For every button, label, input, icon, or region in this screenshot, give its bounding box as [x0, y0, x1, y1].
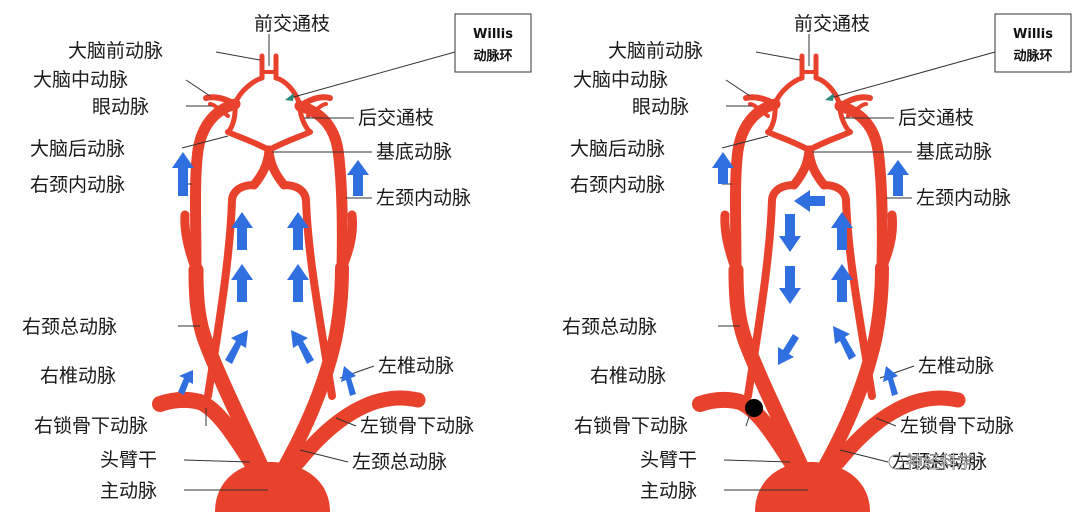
arrow-up-icon: [831, 212, 853, 250]
panel-subclavian-steal: Willis 动脉环 前交通枝 大脑前动脉 大脑中动脉 眼动脉 后交通枝 大脑后…: [562, 13, 1072, 512]
arrow-up-icon: [291, 330, 314, 364]
occlusion-marker: [745, 399, 763, 417]
label-bct: 头臂干: [640, 449, 697, 471]
watermark-text: 神经科学: [906, 453, 974, 473]
arrow-up-icon: [712, 152, 734, 184]
arrow-up-icon: [833, 326, 856, 360]
panel-normal: Willis 动脉环 前交通枝 大脑前动脉 大脑中动脉 眼动脉 后交通枝 大脑后…: [22, 13, 532, 512]
label-l-sca: 左锁骨下动脉: [360, 415, 474, 437]
label-basilar: 基底动脉: [916, 141, 992, 163]
label-l-cca: 左颈总动脉: [352, 451, 447, 473]
arrow-up-icon: [172, 152, 194, 196]
label-r-sca: 右锁骨下动脉: [574, 415, 688, 437]
willis-box-line2: 动脉环: [1013, 48, 1052, 64]
label-oph: 眼动脉: [92, 96, 149, 118]
arrow-up-icon: [887, 160, 909, 196]
label-pca: 大脑后动脉: [570, 138, 665, 160]
arrow-up-icon: [347, 160, 369, 196]
label-aca: 大脑前动脉: [608, 40, 703, 62]
label-l-ica: 左颈内动脉: [376, 187, 471, 209]
willis-box: [994, 13, 1072, 73]
label-l-va: 左椎动脉: [378, 355, 454, 377]
label-pcom: 后交通枝: [898, 107, 974, 129]
arrow-up-icon: [287, 212, 309, 250]
arrow-up-icon: [883, 366, 898, 396]
arrow-up-icon: [225, 330, 248, 364]
wechat-icon: [888, 454, 904, 470]
label-aorta: 主动脉: [640, 480, 697, 502]
watermark: 神经科学: [888, 453, 974, 473]
flow-arrows-steal: [712, 152, 909, 396]
arrow-up-icon: [231, 264, 253, 302]
label-r-sca: 右锁骨下动脉: [34, 415, 148, 437]
arrow-down-icon: [778, 334, 799, 365]
label-basilar: 基底动脉: [376, 141, 452, 163]
willis-box-line2: 动脉环: [473, 48, 512, 64]
label-mca: 大脑中动脉: [33, 69, 128, 91]
label-r-va: 右椎动脉: [590, 365, 666, 387]
label-mca: 大脑中动脉: [573, 69, 668, 91]
label-aorta: 主动脉: [100, 480, 157, 502]
label-oph: 眼动脉: [632, 96, 689, 118]
label-l-ica: 左颈内动脉: [916, 187, 1011, 209]
arrow-up-icon: [341, 366, 356, 396]
label-bct: 头臂干: [100, 449, 157, 471]
label-r-ica: 右颈内动脉: [30, 174, 125, 196]
label-l-cca: 左颈总动脉: [892, 451, 987, 473]
flow-arrows-normal: [172, 152, 369, 396]
arrow-up-icon: [231, 212, 253, 250]
label-acom: 前交通枝: [794, 13, 870, 35]
label-r-va: 右椎动脉: [40, 365, 116, 387]
label-l-va: 左椎动脉: [918, 355, 994, 377]
arrow-up-icon: [831, 264, 853, 302]
label-r-ica: 右颈内动脉: [570, 174, 665, 196]
willis-box-line1: Willis: [1013, 27, 1053, 42]
arrow-up-icon: [287, 264, 309, 302]
willis-box: [454, 13, 532, 73]
arrow-down-icon: [779, 214, 801, 252]
arrow-down-icon: [779, 266, 801, 304]
label-r-cca: 右颈总动脉: [22, 316, 117, 338]
label-pcom: 后交通枝: [358, 107, 434, 129]
label-pca: 大脑后动脉: [30, 138, 125, 160]
label-l-sca: 左锁骨下动脉: [900, 415, 1014, 437]
arrow-up-icon: [178, 370, 193, 395]
label-r-cca: 右颈总动脉: [562, 316, 657, 338]
label-acom: 前交通枝: [254, 13, 330, 35]
willis-box-line1: Willis: [473, 27, 513, 42]
arrow-left-icon: [794, 190, 825, 212]
label-aca: 大脑前动脉: [68, 40, 163, 62]
